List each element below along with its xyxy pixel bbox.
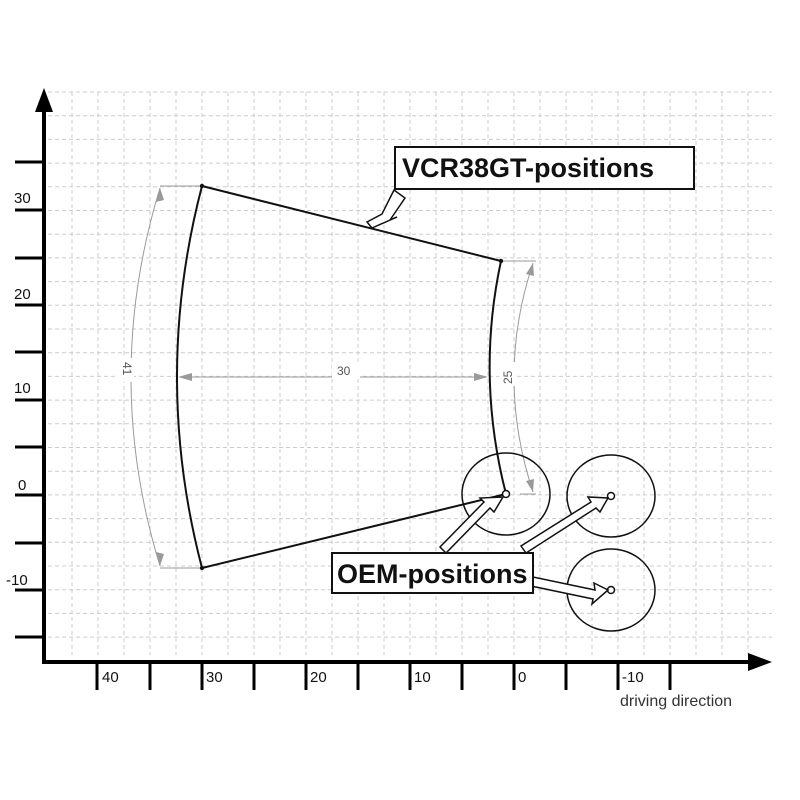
- y-tick-label-20: 20: [14, 286, 31, 303]
- y-tick-label-10: 10: [14, 380, 31, 397]
- oem-circle-1: [461, 452, 551, 536]
- left-arc-dimension-label: 41: [120, 362, 134, 376]
- driving-direction-label: driving direction: [620, 693, 732, 710]
- sector-top-edge: [201, 185, 502, 262]
- oem-position-circles: [461, 452, 656, 632]
- width-dimension-label: 30: [337, 364, 351, 378]
- width-dimension-label-bg: [332, 365, 360, 379]
- vcr-callout-label: VCR38GT-positions: [402, 153, 654, 183]
- x-tick-label-minus10: -10: [622, 669, 644, 686]
- oem-callout-label: OEM-positions: [337, 559, 528, 589]
- sector-bottom-edge: [201, 493, 507, 569]
- oem-circle-2: [566, 454, 656, 538]
- x-axis-arrow: [748, 653, 772, 671]
- dimension-arrows: [156, 188, 534, 566]
- left-arc-dimension: [130, 187, 161, 567]
- oem-callout-box: [331, 552, 534, 594]
- right-arc-dimension: [513, 262, 534, 493]
- vcr-callout-arrow: [365, 188, 407, 229]
- left-dimension-label-bg: [118, 358, 134, 382]
- sector-corner-points: [199, 183, 504, 571]
- y-tick-label-30: 30: [14, 190, 31, 207]
- x-tick-label-20: 20: [310, 669, 327, 686]
- x-tick-label-0: 0: [518, 669, 526, 686]
- y-axis-ticks: [15, 160, 44, 639]
- y-axis-arrow: [35, 88, 53, 112]
- vcr38gt-sector: [176, 185, 507, 569]
- x-tick-label-10: 10: [414, 669, 431, 686]
- x-tick-label-30: 30: [206, 669, 223, 686]
- right-arc-dimension-label: 25: [501, 370, 515, 384]
- axes: [42, 108, 755, 664]
- vcr-callout-box: [394, 146, 695, 190]
- y-tick-label-0: 0: [18, 477, 26, 494]
- y-tick-label-minus10: -10: [6, 572, 28, 589]
- x-axis-ticks: [95, 662, 672, 690]
- x-tick-label-40: 40: [102, 669, 119, 686]
- sector-right-arc: [488, 260, 507, 495]
- sector-left-arc: [176, 185, 203, 569]
- right-dimension-label-bg: [499, 362, 515, 386]
- oem-callout-arrows: [438, 496, 610, 607]
